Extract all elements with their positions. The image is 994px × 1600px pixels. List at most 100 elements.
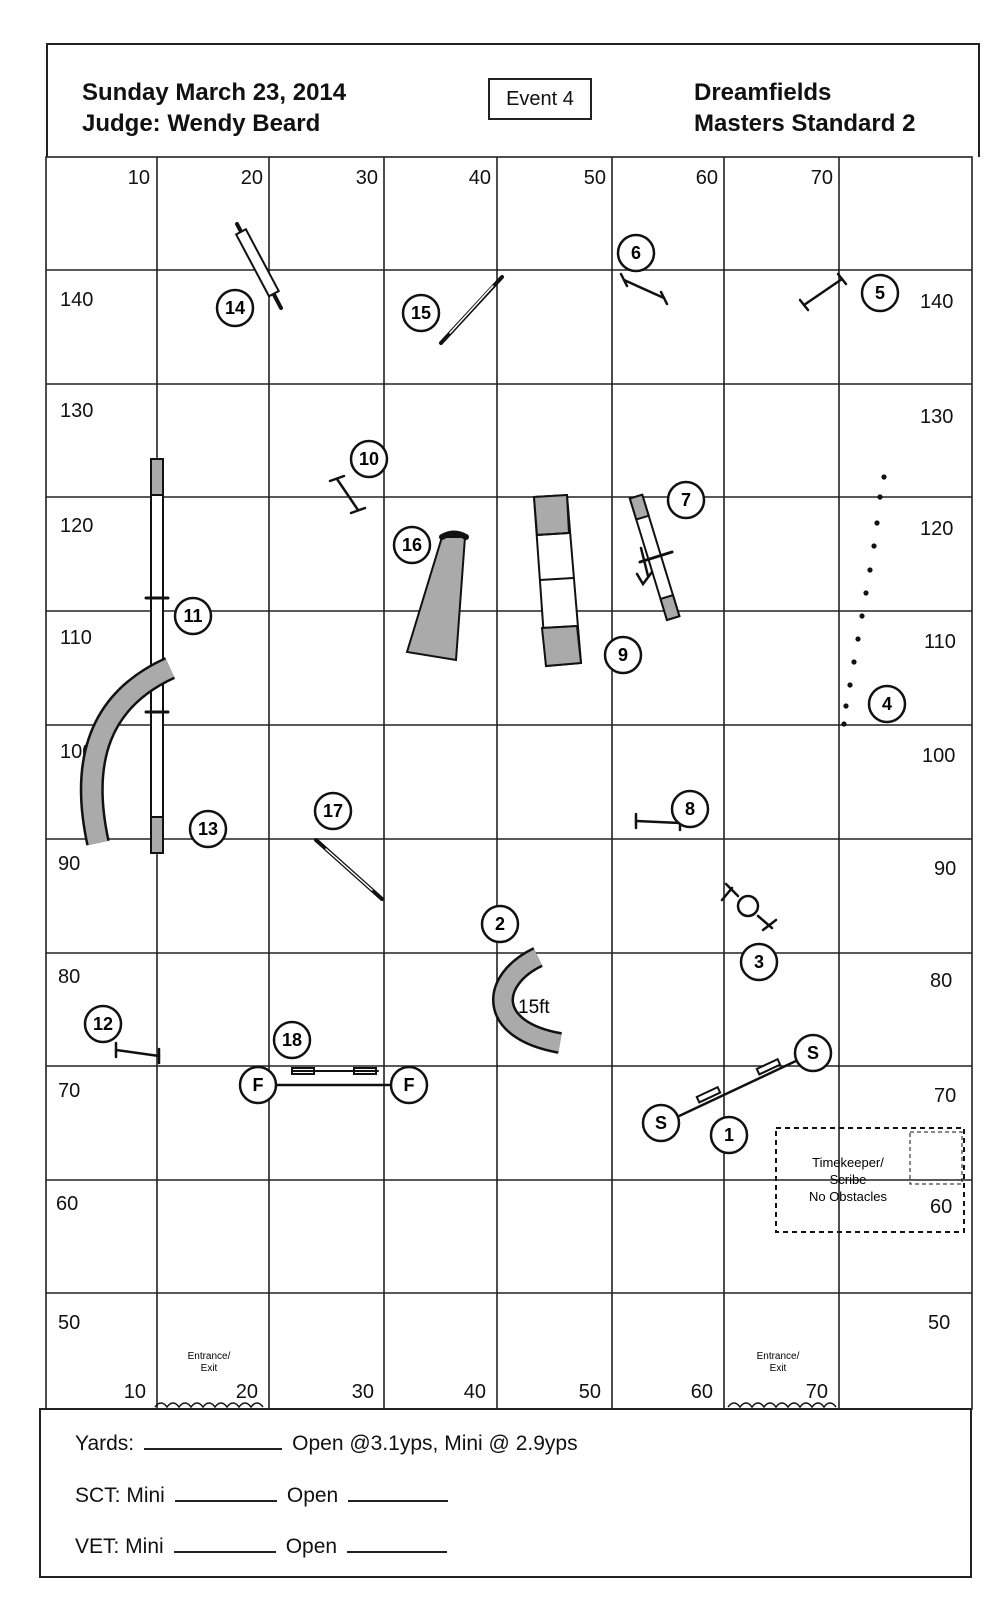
number-7: 7 — [666, 480, 706, 520]
number-8: 8 — [670, 789, 710, 829]
left-label: 130 — [60, 400, 93, 422]
top-label: 30 — [356, 167, 378, 189]
right-label: 60 — [930, 1196, 952, 1218]
jump-17-wing-bar — [314, 838, 384, 901]
score-footer: Yards: Open @3.1yps, Mini @ 2.9yps SCT: … — [39, 1408, 972, 1578]
finish-marker: F — [389, 1065, 429, 1105]
jump-6 — [619, 272, 669, 306]
vet-row: VET: Mini Open — [75, 1535, 448, 1559]
svg-text:11: 11 — [183, 606, 202, 626]
entrance-exit-right: Entrance/ Exit — [727, 1351, 837, 1409]
svg-text:3: 3 — [754, 952, 764, 972]
vet-open-blank — [347, 1535, 448, 1553]
jump-14-wing-bar — [234, 222, 283, 310]
left-label: 50 — [58, 1312, 80, 1334]
bottom-label: 30 — [352, 1381, 374, 1403]
bottom-label: 10 — [124, 1381, 146, 1403]
tire-3 — [720, 882, 778, 932]
header-right: Dreamfields Masters Standard 2 — [694, 77, 915, 139]
start-jump-1 — [675, 1057, 800, 1119]
svg-text:F: F — [404, 1075, 415, 1095]
bottom-label: 60 — [691, 1381, 713, 1403]
event-label: Event 4 — [488, 78, 592, 120]
grid-labels: 10 20 30 40 50 60 70 10 20 30 40 50 60 7… — [56, 167, 956, 1403]
jump-5 — [798, 272, 848, 312]
right-label: 120 — [920, 518, 953, 540]
weave-poles-4 — [841, 474, 887, 727]
bottom-label: 50 — [579, 1381, 601, 1403]
bottom-label: 70 — [806, 1381, 828, 1403]
equipment — [79, 222, 887, 1119]
right-label: 110 — [924, 631, 956, 653]
vet-open-label: Open — [285, 1535, 338, 1558]
top-label: 70 — [811, 167, 833, 189]
tunnel-length-label: 15ft — [518, 997, 550, 1018]
left-label: 70 — [58, 1080, 80, 1102]
vet-label: VET: Mini — [75, 1535, 164, 1558]
number-11: 11 — [173, 596, 213, 636]
sct-row: SCT: Mini Open — [75, 1484, 449, 1508]
bottom-label: 40 — [464, 1381, 486, 1403]
speed-text: Open @3.1yps, Mini @ 2.9yps — [292, 1432, 578, 1455]
grid-lines — [45, 156, 973, 1410]
svg-text:13: 13 — [198, 819, 218, 839]
svg-text:S: S — [807, 1043, 819, 1063]
right-label: 100 — [922, 745, 955, 767]
number-6: 6 — [616, 233, 656, 273]
teeter-7 — [628, 493, 681, 622]
entrance-exit-left: Entrance/ Exit — [154, 1351, 264, 1409]
number-16: 16 — [392, 525, 432, 565]
number-10: 10 — [349, 439, 389, 479]
sct-mini-blank — [174, 1484, 277, 1502]
number-17: 17 — [313, 791, 353, 831]
trial-date: Sunday March 23, 2014 — [82, 79, 347, 106]
number-13: 13 — [188, 809, 228, 849]
yards-row: Yards: Open @3.1yps, Mini @ 2.9yps — [75, 1432, 578, 1456]
svg-text:7: 7 — [681, 490, 691, 510]
number-9: 9 — [603, 635, 643, 675]
number-12: 12 — [83, 1004, 123, 1044]
exit-label: Exit — [770, 1363, 787, 1374]
jump-12 — [114, 1041, 161, 1065]
zone-text-line: Scribe — [830, 1172, 867, 1187]
start-marker: S — [641, 1103, 681, 1143]
svg-text:18: 18 — [282, 1030, 302, 1050]
left-label: 120 — [60, 515, 93, 537]
number-2: 2 — [480, 904, 520, 944]
svg-text:F: F — [253, 1075, 264, 1095]
left-label: 90 — [58, 853, 80, 875]
aframe-11-13 — [144, 458, 170, 854]
bottom-label: 20 — [236, 1381, 258, 1403]
sequence-numbers: 1 2 3 4 5 6 7 8 9 10 11 12 13 14 15 16 1… — [83, 233, 907, 1155]
finish-jump-18 — [272, 1067, 397, 1087]
zone-text-line: No Obstacles — [809, 1189, 888, 1204]
svg-text:6: 6 — [631, 243, 641, 263]
right-label: 90 — [934, 858, 956, 880]
exit-label: Exit — [201, 1363, 218, 1374]
number-4: 4 — [867, 684, 907, 724]
judge-name: Judge: Wendy Beard — [82, 110, 321, 137]
svg-text:14: 14 — [225, 298, 245, 318]
jump-10 — [328, 474, 367, 515]
number-15: 15 — [401, 293, 441, 333]
header-left: Sunday March 23, 2014 Judge: Wendy Beard — [82, 77, 346, 139]
svg-text:17: 17 — [323, 801, 343, 821]
svg-text:12: 12 — [93, 1014, 113, 1034]
timekeeper-zone: Timekeeper/ Scribe No Obstacles — [775, 1127, 965, 1233]
vet-mini-blank — [173, 1535, 276, 1553]
svg-text:9: 9 — [618, 645, 628, 665]
top-label: 40 — [469, 167, 491, 189]
top-label: 50 — [584, 167, 606, 189]
class-name: Masters Standard 2 — [694, 110, 916, 137]
yards-label: Yards: — [75, 1432, 135, 1455]
zone-text-line: Timekeeper/ — [812, 1155, 884, 1170]
sct-open-blank — [348, 1484, 449, 1502]
svg-text:8: 8 — [685, 799, 695, 819]
tunnel-13 — [79, 657, 176, 846]
start-marker: S — [793, 1033, 833, 1073]
right-label: 70 — [934, 1085, 956, 1107]
top-label: 60 — [696, 167, 718, 189]
sct-open-label: Open — [286, 1484, 339, 1507]
svg-text:10: 10 — [359, 449, 379, 469]
